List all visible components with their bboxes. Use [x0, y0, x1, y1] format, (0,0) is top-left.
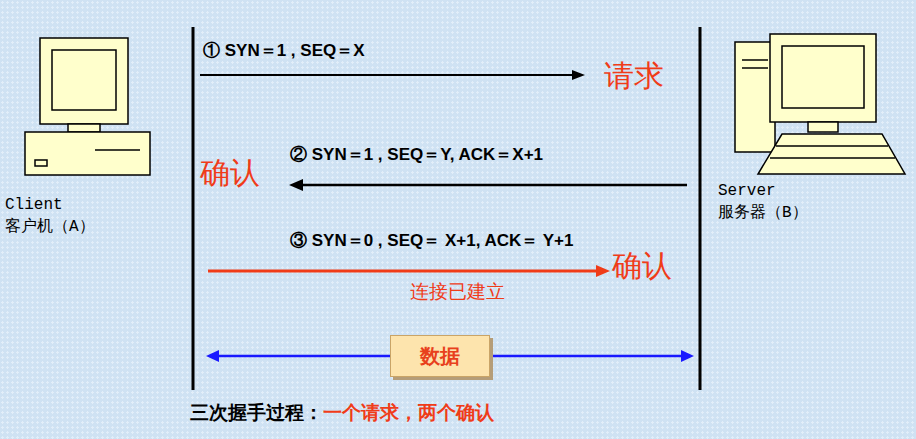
arrow-head	[206, 350, 219, 362]
segment-fields: ① SYN＝1 , SEQ＝X	[203, 41, 365, 61]
state-note: 连接已建立	[410, 280, 505, 303]
segment-fields: ② SYN＝1 , SEQ＝Y, ACK＝X+1	[290, 145, 543, 165]
step-note: 确认	[200, 157, 260, 189]
host-label: Server 服务器（B）	[718, 180, 818, 225]
confirm-arrow-red	[208, 265, 610, 277]
segment-fields: ③ SYN＝0 , SEQ＝ X+1, ACK＝ Y+1	[290, 231, 573, 251]
request-arrow	[200, 70, 585, 80]
client-timeline	[192, 27, 195, 390]
server-computer	[735, 34, 905, 174]
data-arrow	[490, 355, 682, 358]
box-text: 数据	[420, 344, 460, 368]
caption-part: 三次握手过程：	[190, 401, 323, 424]
arrow-head	[681, 350, 694, 362]
host-label: Client 客户机（A）	[5, 194, 105, 239]
server-timeline	[699, 27, 702, 390]
data-arrow	[218, 355, 390, 358]
confirm-arrow	[289, 179, 687, 191]
client-computer	[25, 38, 150, 175]
step-note: 确认	[612, 250, 672, 282]
data-box: 数据	[390, 335, 490, 377]
caption-part: 一个请求，两个确认	[323, 401, 494, 424]
step-note: 请求	[604, 60, 664, 92]
